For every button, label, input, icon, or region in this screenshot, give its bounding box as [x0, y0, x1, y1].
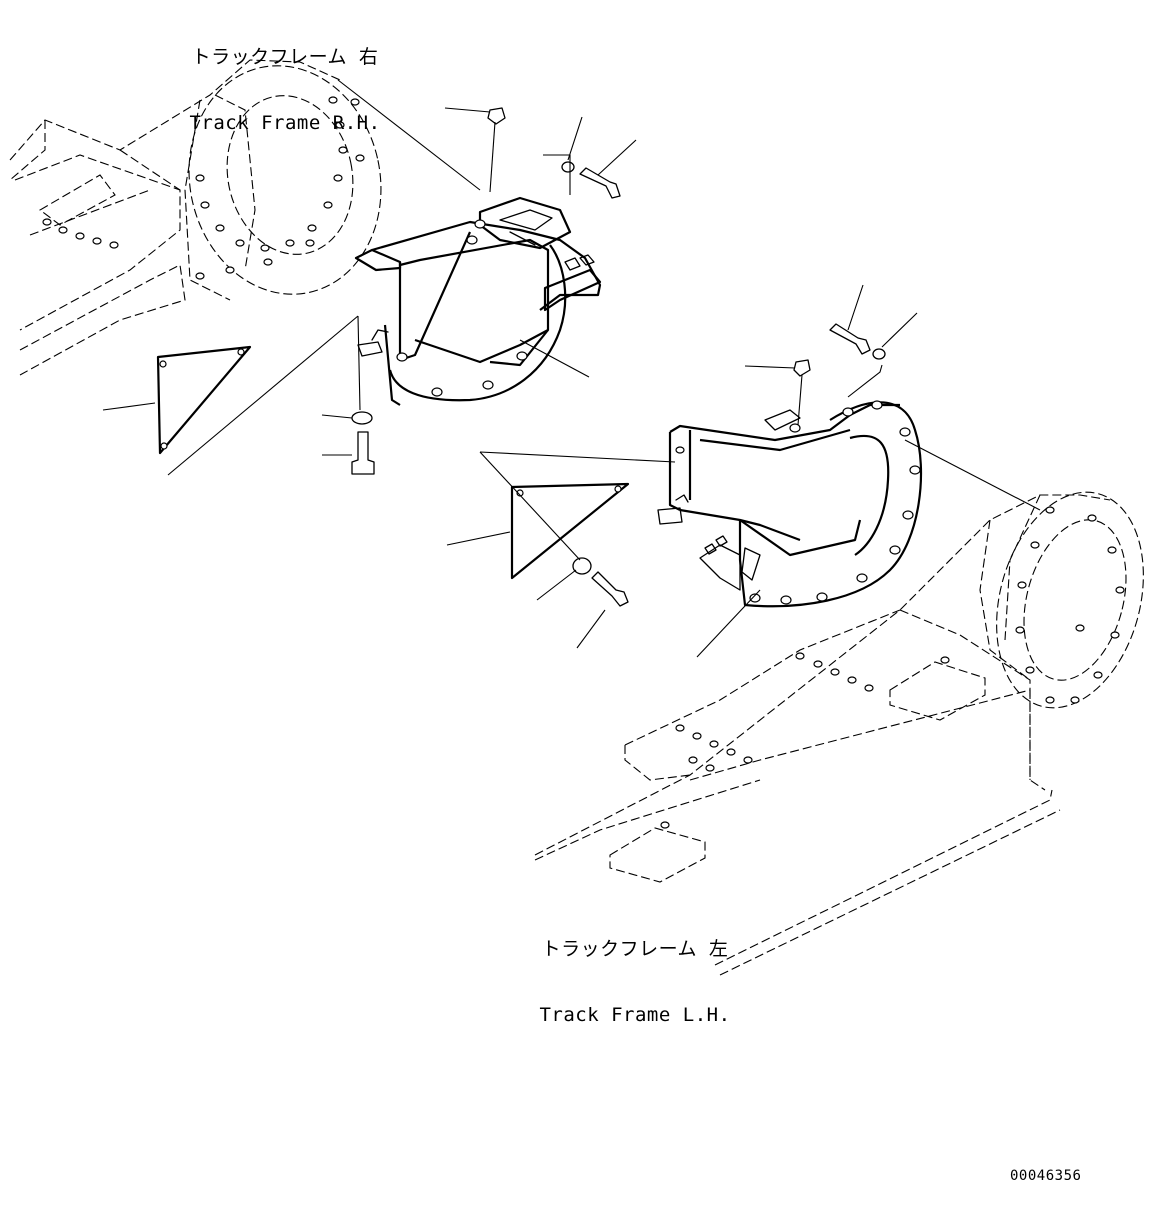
- fasteners-lh: [572, 323, 886, 607]
- track-frame-rh-label-en: Track Frame R.H.: [189, 112, 381, 134]
- triangular-plate-lh: [510, 482, 630, 580]
- track-frame-lh-label-jp: トラックフレーム 左: [541, 938, 729, 960]
- drawing-number: 00046356: [1010, 1168, 1082, 1184]
- leader-lines-lh: [446, 284, 1041, 658]
- triangular-plate-rh: [156, 345, 252, 455]
- leader-lines-rh: [102, 79, 637, 476]
- frame-rh-holes: [42, 96, 365, 280]
- cover-assembly-rh: [354, 196, 602, 406]
- cover-assembly-lh: [657, 400, 923, 608]
- track-frame-rh-label-jp: トラックフレーム 右: [191, 46, 379, 68]
- track-frame-lh-label: トラックフレーム 左 Track Frame L.H.: [500, 894, 770, 1048]
- track-frame-lh-label-en: Track Frame L.H.: [539, 1004, 731, 1026]
- track-frame-rh-label: トラックフレーム 右 Track Frame R.H.: [150, 2, 420, 156]
- frame-lh-holes: [660, 506, 1125, 829]
- track-frame-rh: [9, 59, 382, 376]
- fasteners-rh: [351, 107, 621, 475]
